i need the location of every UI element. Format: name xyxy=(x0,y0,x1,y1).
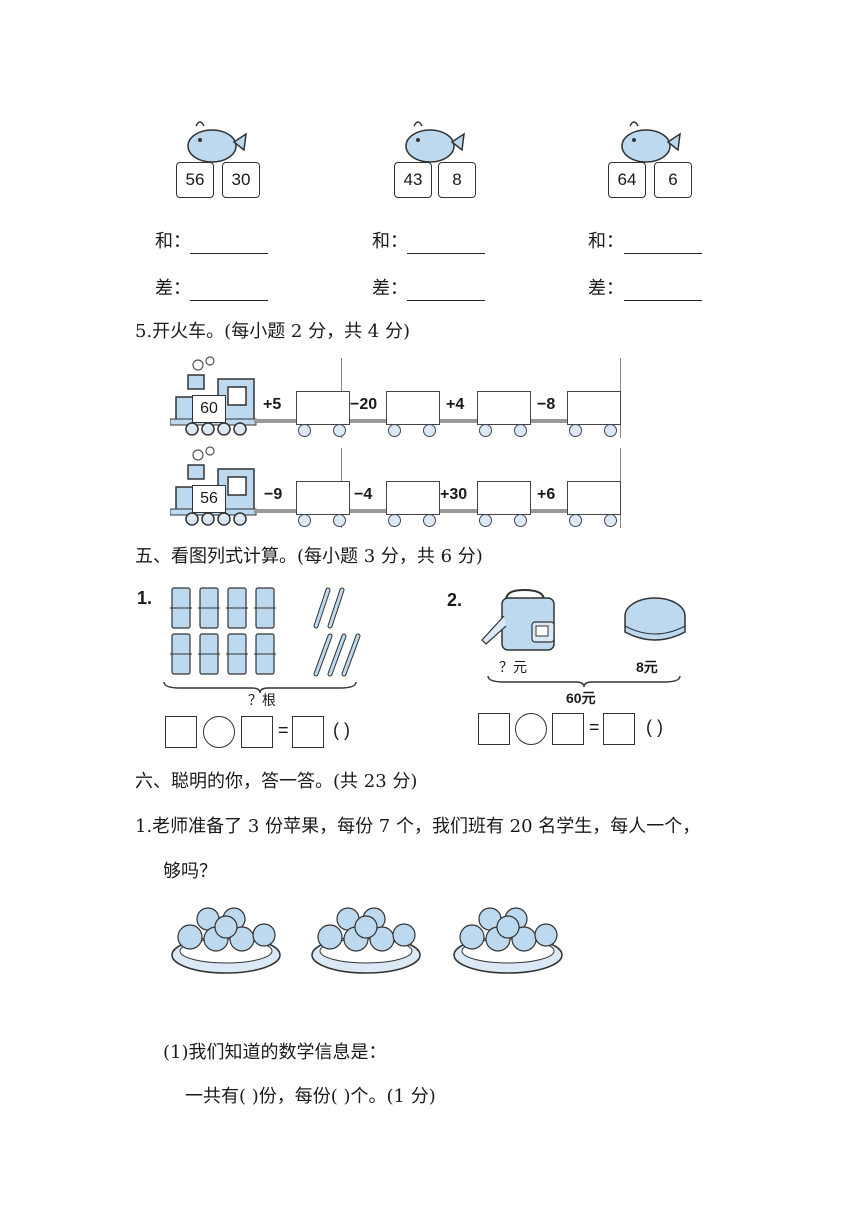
brace-icon xyxy=(487,675,681,688)
bird-icon xyxy=(405,121,465,163)
operation-label: +30 xyxy=(440,486,468,503)
section-6-title: 六、聪明的你，答一答。(共 23 分) xyxy=(135,771,418,792)
number-box: 30 xyxy=(222,162,260,198)
operator-circle[interactable] xyxy=(515,713,547,745)
bird-icon xyxy=(621,121,681,163)
sum-answer-field[interactable] xyxy=(624,231,702,254)
equals-sign: = xyxy=(589,717,600,737)
apple-plate-icon xyxy=(311,907,421,974)
question-1-text-continued: 够吗？ xyxy=(163,861,217,882)
train-car-answer[interactable] xyxy=(386,481,440,515)
wheel-icon xyxy=(479,514,492,527)
train-car-answer[interactable] xyxy=(477,481,531,515)
sum-label: 和： xyxy=(372,231,408,252)
number-box: 43 xyxy=(394,162,432,198)
number-box: 56 xyxy=(176,162,214,198)
wheel-icon xyxy=(604,514,617,527)
stick-bundles-illustration xyxy=(170,587,361,677)
operator-circle[interactable] xyxy=(203,716,235,748)
train-car-answer[interactable] xyxy=(477,391,531,425)
diff-answer-field[interactable] xyxy=(624,278,702,301)
wheel-icon xyxy=(423,424,436,437)
sub-question-1: (1)我们知道的数学信息是： xyxy=(163,1042,387,1063)
equation-box[interactable] xyxy=(552,713,584,745)
apple-plate-icon xyxy=(171,907,281,974)
hat-icon xyxy=(624,597,686,641)
operation-label: −20 xyxy=(350,396,378,413)
train-car-answer[interactable] xyxy=(567,391,621,425)
wheel-icon xyxy=(479,424,492,437)
equation-box[interactable] xyxy=(241,716,273,748)
unit-paren[interactable]: ( ) xyxy=(333,720,350,740)
wheel-icon xyxy=(333,514,346,527)
backpack-price-label: ？元 xyxy=(499,659,527,675)
operation-label: −9 xyxy=(264,486,283,503)
unit-paren[interactable]: ( ) xyxy=(646,717,663,737)
wheel-icon xyxy=(423,514,436,527)
train-car-answer[interactable] xyxy=(296,391,350,425)
problem-2-number: 2. xyxy=(447,590,463,610)
sum-answer-field[interactable] xyxy=(190,231,268,254)
bird-icon xyxy=(187,121,247,163)
number-box: 8 xyxy=(438,162,476,198)
operation-label: +5 xyxy=(263,396,282,413)
result-box[interactable] xyxy=(603,713,635,745)
problem-1-number: 1. xyxy=(137,588,153,608)
total-price-label: 60元 xyxy=(566,690,596,706)
sum-label: 和： xyxy=(588,231,624,252)
diff-label: 差： xyxy=(588,278,624,299)
question-5-title: 5.开火车。(每小题 2 分，共 4 分) xyxy=(135,321,411,342)
apple-plate-icon xyxy=(453,907,563,974)
diff-label: 差： xyxy=(372,278,408,299)
sum-label: 和： xyxy=(155,231,191,252)
wheel-icon xyxy=(298,514,311,527)
train-car-answer[interactable] xyxy=(567,481,621,515)
operation-label: +4 xyxy=(446,396,465,413)
equation-box[interactable] xyxy=(478,713,510,745)
brace-icon xyxy=(163,681,357,694)
operation-label: −4 xyxy=(354,486,373,503)
number-box: 64 xyxy=(608,162,646,198)
train-start-number: 56 xyxy=(192,485,226,513)
wheel-icon xyxy=(298,424,311,437)
question-1-text: 1.老师准备了 3 份苹果，每份 7 个，我们班有 20 名学生，每人一个， xyxy=(135,816,701,837)
diff-label: 差： xyxy=(155,278,191,299)
operation-label: −8 xyxy=(537,396,556,413)
section-5-title: 五、看图列式计算。(每小题 3 分，共 6 分) xyxy=(135,546,483,567)
wheel-icon xyxy=(569,424,582,437)
wheel-icon xyxy=(388,514,401,527)
wheel-icon xyxy=(604,424,617,437)
train-car-answer[interactable] xyxy=(386,391,440,425)
backpack-icon xyxy=(481,588,555,651)
equals-sign: = xyxy=(278,720,289,740)
train-car-answer[interactable] xyxy=(296,481,350,515)
wheel-icon xyxy=(514,424,527,437)
wheel-icon xyxy=(388,424,401,437)
equation-box[interactable] xyxy=(165,716,197,748)
diff-answer-field[interactable] xyxy=(190,278,268,301)
fill-in-blank-line[interactable]: 一共有( )份，每份( )个。(1 分) xyxy=(185,1086,436,1107)
wheel-icon xyxy=(514,514,527,527)
wheel-icon xyxy=(333,424,346,437)
train-start-number: 60 xyxy=(192,395,226,423)
hat-price-label: 8元 xyxy=(636,659,658,675)
unknown-sticks-label: ？根 xyxy=(248,692,276,708)
sum-answer-field[interactable] xyxy=(407,231,485,254)
operation-label: +6 xyxy=(537,486,556,503)
result-box[interactable] xyxy=(292,716,324,748)
diff-answer-field[interactable] xyxy=(407,278,485,301)
number-box: 6 xyxy=(654,162,692,198)
wheel-icon xyxy=(569,514,582,527)
